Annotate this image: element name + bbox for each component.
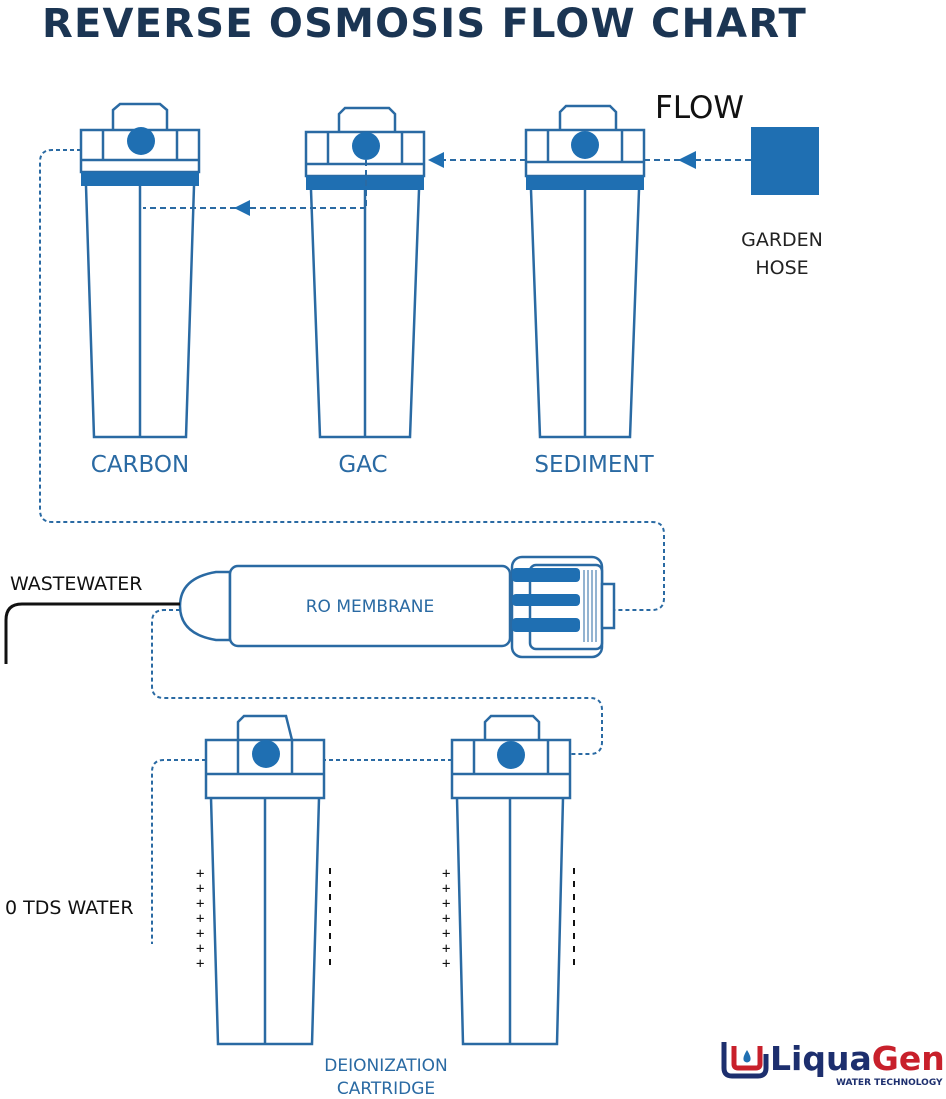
logo-inner-icon — [731, 1046, 763, 1071]
svg-text:+: + — [196, 926, 204, 942]
carbon-cap-icon — [127, 127, 155, 155]
liquagen-logo: LiquaGen WATER TECHNOLOGY — [721, 1039, 945, 1088]
wastewater-line — [4, 602, 180, 664]
svg-text:+: + — [196, 881, 204, 897]
di-right-cap-icon — [497, 741, 525, 769]
flow-label: FLOW — [655, 90, 744, 126]
svg-text:+: + — [442, 881, 450, 897]
sediment-cap-icon — [571, 131, 599, 159]
flow-arrow-icon — [428, 152, 444, 168]
garden-hose-label-line1: GARDEN — [741, 229, 823, 251]
gac-cap-icon — [352, 132, 380, 160]
flow-line-output — [151, 759, 206, 944]
diagram-title: REVERSE OSMOSIS FLOW CHART — [42, 1, 807, 47]
svg-text:+: + — [196, 911, 204, 927]
carbon-filter — [79, 102, 201, 439]
logo-tagline: WATER TECHNOLOGY — [836, 1078, 943, 1088]
di-label-line2: CARTRIDGE — [337, 1079, 435, 1099]
output-label: 0 TDS WATER — [5, 897, 134, 919]
di-left-cap-icon — [252, 740, 280, 768]
logo-wordmark: LiquaGen — [770, 1039, 945, 1078]
ro-membrane-label: RO MEMBRANE — [306, 597, 435, 617]
flow-line-gac-to-carbon — [143, 160, 367, 209]
garden-hose-label-line2: HOSE — [755, 257, 808, 279]
svg-text:+: + — [442, 866, 450, 882]
svg-text:+: + — [442, 956, 450, 972]
svg-text:+: + — [442, 911, 450, 927]
garden-hose-source — [751, 127, 819, 195]
svg-text:+: + — [196, 866, 204, 882]
flow-line-carbon-to-membrane — [39, 149, 665, 611]
svg-text:+: + — [196, 896, 204, 912]
cation-charges-left: +++ ++++ — [196, 866, 204, 972]
logo-frame-icon — [721, 1042, 769, 1079]
wastewater-label: WASTEWATER — [10, 573, 143, 595]
sediment-label: SEDIMENT — [534, 452, 654, 478]
ro-membrane-grip — [583, 570, 597, 642]
water-drop-icon — [743, 1050, 751, 1063]
svg-text:+: + — [196, 941, 204, 957]
gac-label: GAC — [338, 452, 387, 478]
flow-line-membrane-to-di — [151, 609, 603, 755]
svg-text:+: + — [442, 896, 450, 912]
flow-arrow-icon — [678, 151, 696, 169]
svg-text:+: + — [196, 956, 204, 972]
svg-text:+: + — [442, 941, 450, 957]
ro-membrane-bands — [512, 568, 580, 632]
carbon-label: CARBON — [91, 452, 189, 478]
sediment-filter — [524, 104, 646, 439]
svg-text:+: + — [442, 926, 450, 942]
cation-charges-right: +++ ++++ — [442, 866, 450, 972]
di-label-line1: DEIONIZATION — [324, 1056, 447, 1076]
flow-arrow-icon — [234, 200, 250, 216]
